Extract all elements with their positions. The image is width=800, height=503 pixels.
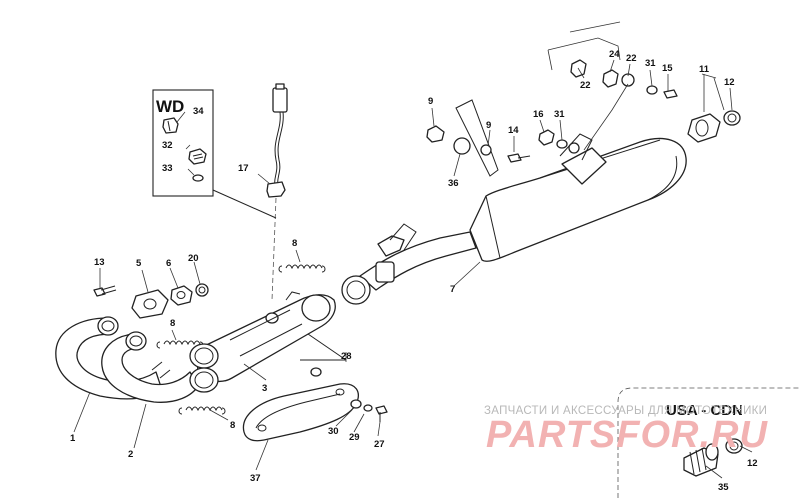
usa-cdn-label: USA - CDN [666,402,743,419]
callout-20: 20 [188,253,199,264]
callout-3: 3 [262,383,267,394]
callout-6: 6 [166,258,171,269]
callout-8-mid: 8 [170,318,175,329]
washer-29 [363,404,373,412]
bolt-27 [375,405,388,422]
watermark-caption: ЗАПЧАСТИ И АКСЕССУАРЫ ДЛЯ МОТОТЕХНИКИ [484,405,767,417]
frame-bracket-outline [547,21,621,71]
wd-variant-box: WD [152,89,214,197]
gasket-20 [195,283,209,297]
usa-cdn-variant-box: USA - CDN [617,387,800,498]
callout-9-right: 9 [486,120,491,131]
header-pipe-1 [55,316,163,400]
gasket-12 [723,110,741,126]
callout-12-usa: 12 [747,458,758,469]
callout-28: 28 [341,351,352,362]
callout-31-mid: 31 [554,109,565,120]
callout-22-left: 22 [580,80,591,91]
callout-15: 15 [662,63,673,74]
callout-22-right: 22 [626,53,637,64]
callout-32: 32 [162,140,173,151]
watermark-brand: PARTSFOR.RU [486,414,768,456]
washer-30 [350,399,362,409]
callout-33: 33 [162,163,173,174]
leader-lines [73,59,733,471]
callout-35: 35 [718,482,729,493]
callout-1: 1 [70,433,76,444]
callout-31-top: 31 [645,58,656,69]
callout-30: 30 [328,426,339,437]
callout-27: 27 [374,439,385,450]
bolt-13 [93,285,117,297]
callout-24: 24 [609,49,620,60]
callout-11: 11 [699,64,710,75]
nut-6 [170,285,193,306]
callout-labels: 1 2 3 5 6 7 8 8 8 9 9 11 12 12 13 14 15 … [70,49,758,493]
callout-7: 7 [450,284,455,295]
callout-16: 16 [533,109,544,120]
callout-17: 17 [238,163,249,174]
part-32 [188,148,207,165]
mid-pipe-7 [341,223,477,305]
callout-29: 29 [349,432,360,443]
part-34 [162,117,179,134]
callout-2: 2 [128,449,133,460]
lambda-sensor [212,83,288,301]
callout-37: 37 [250,473,261,484]
spring-8-top [278,264,326,273]
muffler [469,133,687,262]
middle-mount-parts [426,99,580,177]
callout-9-left: 9 [428,96,433,107]
part-33 [192,174,204,182]
watermark: ЗАПЧАСТИ И АКСЕССУАРЫ ДЛЯ МОТОТЕХНИКИ PA… [484,405,768,456]
clip-28 [310,367,322,377]
end-cap-11 [687,113,721,143]
callout-36: 36 [448,178,459,189]
callout-5: 5 [136,258,142,269]
callout-8-top: 8 [292,238,297,249]
callout-34: 34 [193,106,204,117]
wd-label: WD [156,97,184,116]
callout-14: 14 [508,125,519,136]
spring-8-bottom [178,406,226,415]
callout-13: 13 [94,257,105,268]
usa-gasket-12 [725,438,743,454]
callout-8-bottom: 8 [230,420,235,431]
collector-3 [189,291,336,393]
callout-12: 12 [724,77,735,88]
flange-5 [131,289,169,319]
